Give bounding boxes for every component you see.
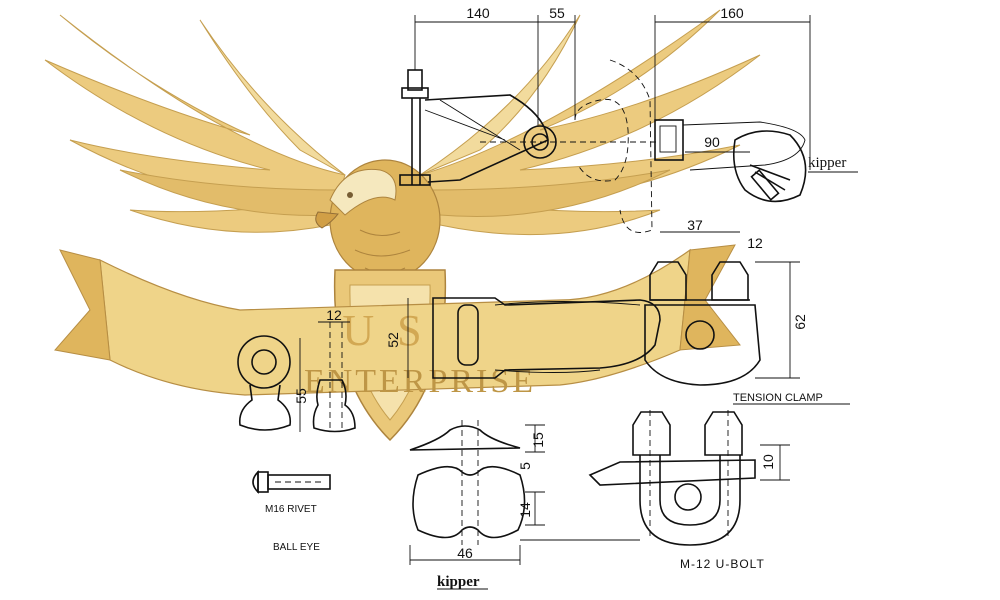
dim-55-ball: 55 — [293, 388, 309, 404]
ball-eye-drawing: 12 55 — [237, 307, 356, 433]
dim-37: 37 — [687, 217, 703, 233]
u-bolt-drawing: 10 M-12 U-BOLT — [520, 410, 790, 571]
dim-140: 140 — [466, 5, 490, 21]
eagle-watermark-logo: U S ENTERPRISE — [44, 9, 761, 442]
dim-5: 5 — [517, 462, 533, 470]
tension-clamp-title: TENSION CLAMP — [733, 392, 823, 404]
rivet-drawing: M16 RIVET BALL EYE — [252, 470, 331, 553]
dim-14: 14 — [517, 502, 533, 518]
kipper-bottom-drawing: 46 15 5 14 kipper — [409, 420, 546, 590]
dim-55-top: 55 — [549, 5, 565, 21]
kipper-title-bottom: kipper — [437, 574, 480, 590]
rivet-title: M16 RIVET — [265, 504, 317, 515]
dim-46: 46 — [457, 545, 473, 561]
dim-12-clamp: 12 — [747, 235, 763, 251]
u-bolt-title: M-12 U-BOLT — [680, 557, 765, 571]
dim-15: 15 — [530, 432, 546, 448]
kipper-label-top: kipper — [808, 155, 846, 171]
dim-52: 52 — [385, 332, 401, 348]
dim-160: 160 — [720, 5, 744, 21]
dim-62: 62 — [792, 314, 808, 330]
dim-10: 10 — [760, 454, 776, 470]
watermark-line2: ENTERPRISE — [304, 363, 536, 400]
tension-clamp-drawing: 37 12 62 52 TENSION CLAMP — [385, 217, 850, 405]
dim-12-ball: 12 — [326, 307, 342, 323]
dim-90: 90 — [704, 134, 720, 150]
top-bracket-assembly: 140 55 160 90 kipper — [399, 5, 858, 233]
ball-eye-title: BALL EYE — [273, 542, 320, 553]
